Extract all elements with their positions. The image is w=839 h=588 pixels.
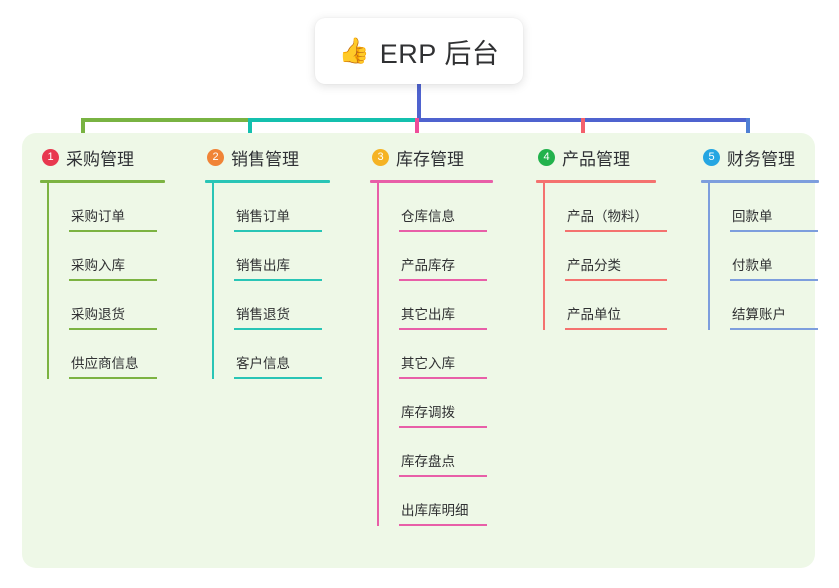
column-4: 4 产品管理产品（物料） 产品分类产品单位: [518, 133, 683, 568]
menu-item-label: 库存调拨: [401, 405, 455, 420]
menu-item[interactable]: 采购入库: [69, 232, 157, 281]
menu-item[interactable]: 其它出库: [399, 281, 487, 330]
menu-item-label: 付款单: [732, 258, 773, 273]
menu-item-label: 采购退货: [71, 307, 125, 322]
column-title-2: 销售管理: [231, 149, 299, 169]
column-items-1: 采购订单采购入库采购退货供应商信息: [47, 183, 187, 379]
menu-item[interactable]: 产品（物料）: [565, 183, 667, 232]
column-1: 1 采购管理采购订单采购入库采购退货供应商信息: [22, 133, 187, 568]
menu-item[interactable]: 结算账户: [730, 281, 818, 330]
menu-item[interactable]: 产品分类: [565, 232, 667, 281]
column-badge-5: 5: [703, 148, 720, 166]
menu-item-label: 其它入库: [401, 356, 455, 371]
menu-item-label: 采购入库: [71, 258, 125, 273]
column-items-5: 回款单付款单结算账户: [708, 183, 818, 330]
menu-item-label: 产品分类: [567, 258, 621, 273]
column-header-4[interactable]: 4 产品管理: [518, 142, 683, 172]
menu-item-label: 销售出库: [236, 258, 290, 273]
menu-item-label: 结算账户: [732, 307, 786, 322]
column-5: 5 财务管理回款单付款单结算账户: [683, 133, 819, 568]
root-node[interactable]: 👍 ERP 后台: [315, 18, 523, 84]
menu-item[interactable]: 客户信息: [234, 330, 322, 379]
menu-item-label: 回款单: [732, 209, 773, 224]
menu-item[interactable]: 销售订单: [234, 183, 322, 232]
column-items-2: 销售订单销售出库销售退货客户信息: [212, 183, 352, 379]
menu-item[interactable]: 出库库明细: [399, 477, 487, 526]
column-3: 3 库存管理仓库信息产品库存其它出库其它入库库存调拨库存盘点出库库明细: [352, 133, 518, 568]
column-header-5[interactable]: 5 财务管理: [683, 142, 815, 172]
menu-item-label: 销售订单: [236, 209, 290, 224]
menu-item-label: 销售退货: [236, 307, 290, 322]
column-title-3: 库存管理: [396, 149, 464, 169]
column-items-3: 仓库信息产品库存其它出库其它入库库存调拨库存盘点出库库明细: [377, 183, 518, 526]
menu-item[interactable]: 付款单: [730, 232, 818, 281]
menu-item[interactable]: 库存盘点: [399, 428, 487, 477]
root-title: ERP 后台: [379, 38, 500, 69]
menu-item[interactable]: 销售退货: [234, 281, 322, 330]
column-title-4: 产品管理: [562, 149, 630, 169]
column-title-1: 采购管理: [66, 149, 134, 169]
column-title-5: 财务管理: [727, 149, 795, 169]
menu-item-label: 出库库明细: [401, 503, 469, 518]
menu-item[interactable]: 供应商信息: [69, 330, 157, 379]
menu-item[interactable]: 其它入库: [399, 330, 487, 379]
menu-item[interactable]: 库存调拨: [399, 379, 487, 428]
menu-item[interactable]: 销售出库: [234, 232, 322, 281]
menu-item[interactable]: 仓库信息: [399, 183, 487, 232]
column-rule-1: [40, 180, 165, 183]
menu-item-label: 产品（物料）: [567, 209, 648, 224]
menu-item-label: 仓库信息: [401, 209, 455, 224]
mindmap-panel: [22, 133, 815, 568]
column-rule-3: [370, 180, 493, 183]
menu-item[interactable]: 采购退货: [69, 281, 157, 330]
column-header-1[interactable]: 1 采购管理: [22, 142, 187, 172]
menu-item-label: 产品库存: [401, 258, 455, 273]
column-header-3[interactable]: 3 库存管理: [352, 142, 518, 172]
column-2: 2 销售管理销售订单销售出库销售退货客户信息: [187, 133, 352, 568]
column-rule-4: [536, 180, 656, 183]
menu-item-label: 采购订单: [71, 209, 125, 224]
column-rule-5: [701, 180, 819, 183]
menu-item[interactable]: 回款单: [730, 183, 818, 232]
column-badge-3: 3: [372, 148, 389, 166]
column-rule-2: [205, 180, 330, 183]
menu-item-label: 供应商信息: [71, 356, 139, 371]
thumbs-up-icon: 👍: [338, 36, 370, 65]
menu-item[interactable]: 产品单位: [565, 281, 667, 330]
column-items-4: 产品（物料） 产品分类产品单位: [543, 183, 683, 330]
menu-item[interactable]: 采购订单: [69, 183, 157, 232]
menu-item[interactable]: 产品库存: [399, 232, 487, 281]
menu-item-label: 其它出库: [401, 307, 455, 322]
menu-item-label: 库存盘点: [401, 454, 455, 469]
column-badge-1: 1: [42, 148, 59, 166]
column-badge-4: 4: [538, 148, 555, 166]
column-container: 1 采购管理采购订单采购入库采购退货供应商信息 2 销售管理销售订单销售出库销售退货客…: [22, 133, 819, 568]
column-badge-2: 2: [207, 148, 224, 166]
column-header-2[interactable]: 2 销售管理: [187, 142, 352, 172]
menu-item-label: 产品单位: [567, 307, 621, 322]
menu-item-label: 客户信息: [236, 356, 290, 371]
